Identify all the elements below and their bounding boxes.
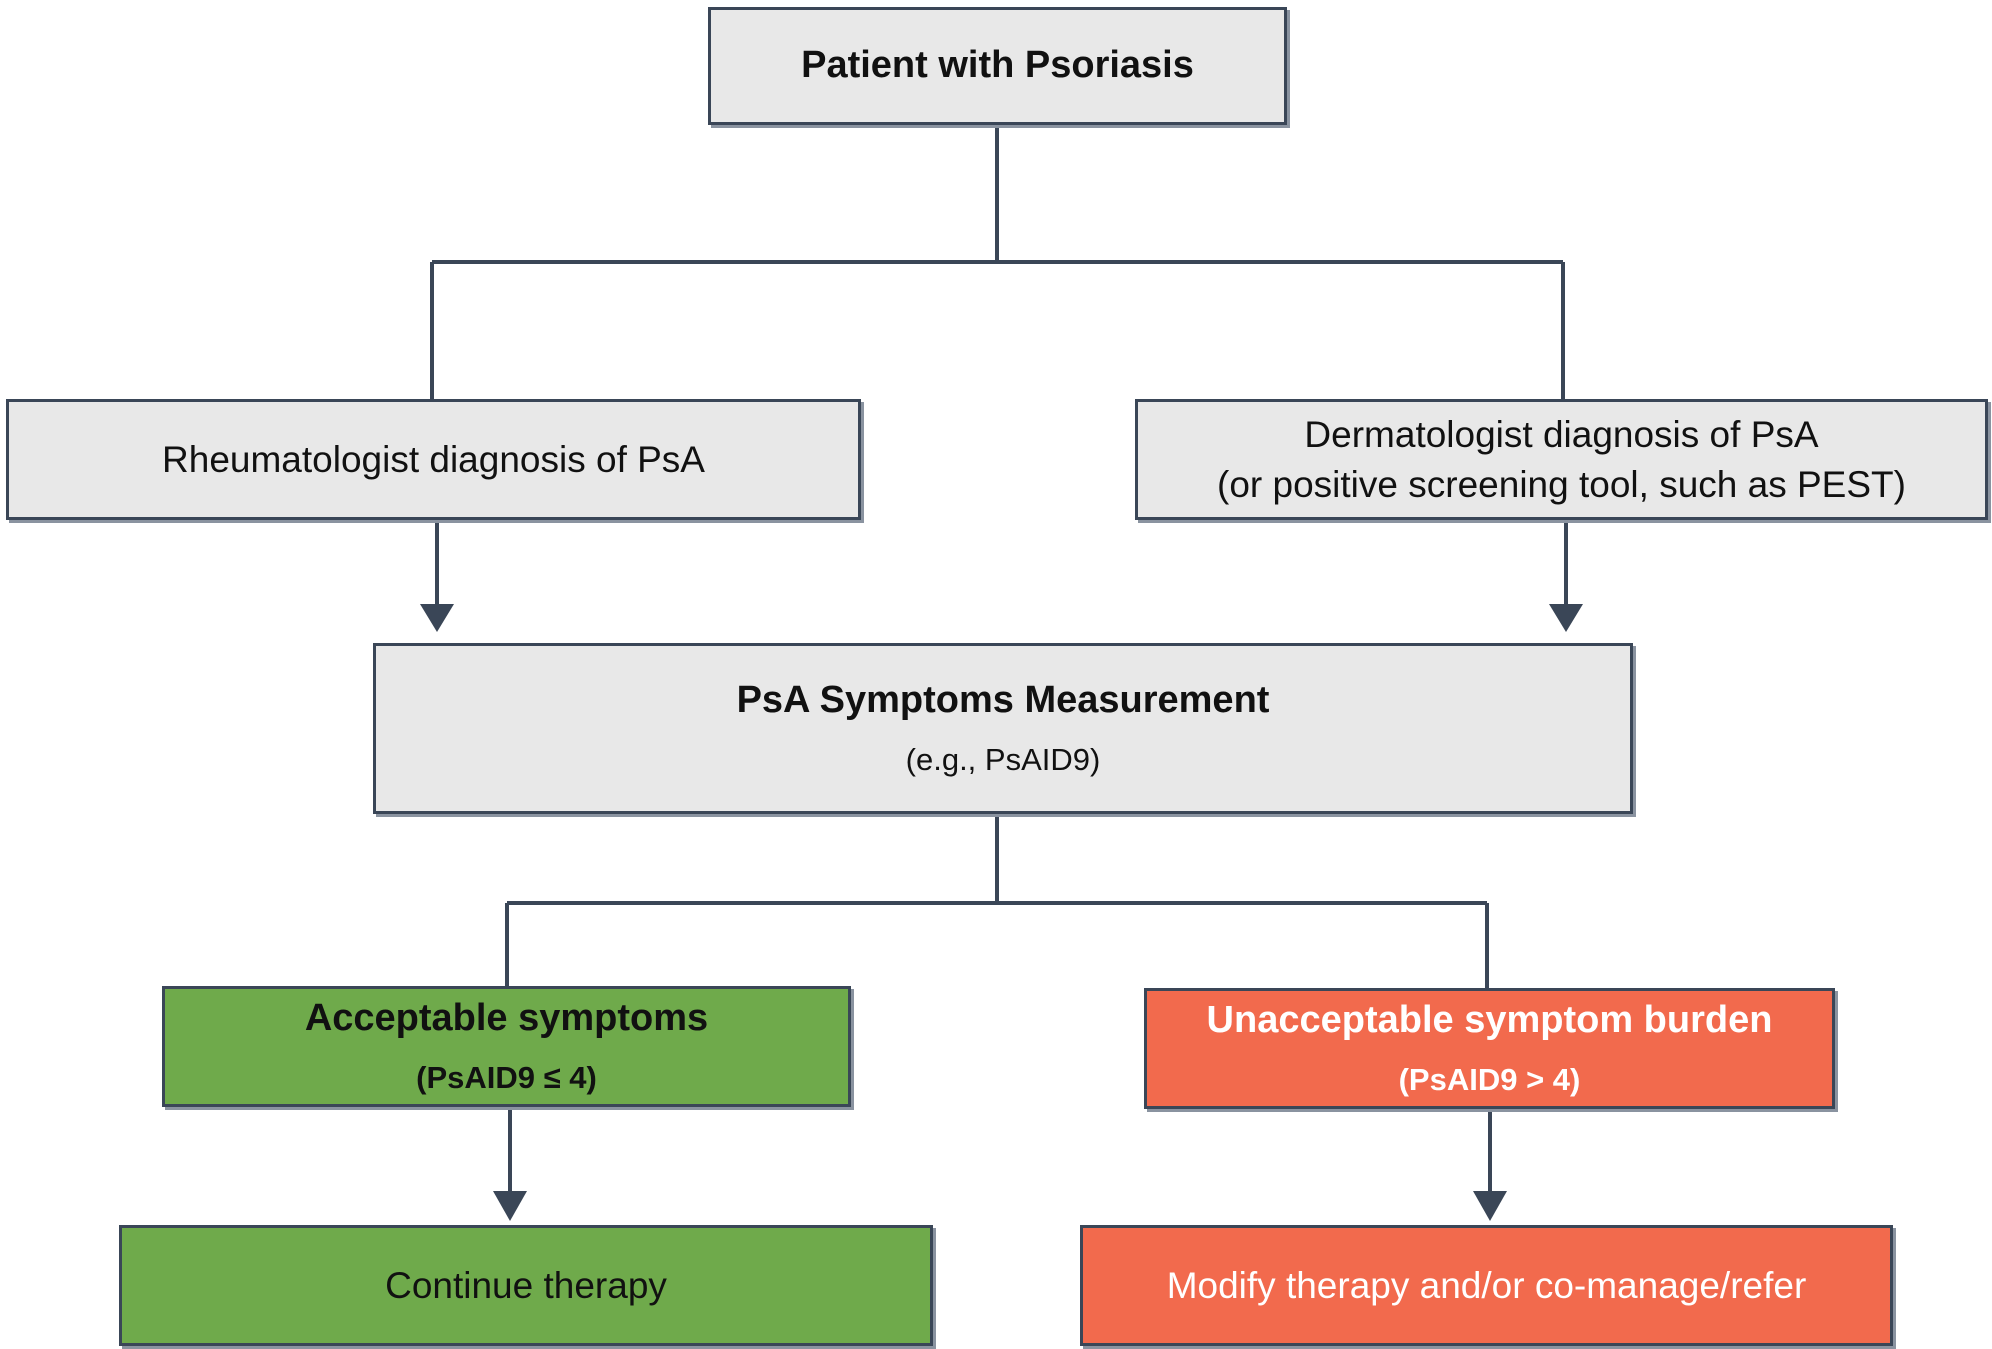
measurement-box: PsA Symptoms Measurement (e.g., PsAID9) bbox=[373, 643, 1633, 814]
rheumatologist-text: Rheumatologist diagnosis of PsA bbox=[162, 438, 705, 480]
arrowhead-rheum bbox=[420, 604, 454, 632]
patient-title: Patient with Psoriasis bbox=[801, 44, 1194, 87]
unacceptable-box: Unacceptable symptom burden (PsAID9 > 4) bbox=[1144, 988, 1835, 1109]
acceptable-criterion: (PsAID9 ≤ 4) bbox=[416, 1059, 597, 1095]
arrowhead-derm bbox=[1549, 604, 1583, 632]
acceptable-box: Acceptable symptoms (PsAID9 ≤ 4) bbox=[162, 986, 851, 1107]
dermatologist-line-2: (or positive screening tool, such as PES… bbox=[1217, 463, 1906, 505]
measurement-subtitle: (e.g., PsAID9) bbox=[905, 741, 1101, 777]
arrowhead-unaccept bbox=[1473, 1191, 1507, 1221]
connector-patient-split bbox=[430, 125, 1565, 399]
acceptable-title: Acceptable symptoms bbox=[304, 997, 709, 1040]
dermatologist-line-1: Dermatologist diagnosis of PsA bbox=[1304, 413, 1819, 455]
measurement-title: PsA Symptoms Measurement bbox=[736, 679, 1270, 722]
unacceptable-criterion: (PsAID9 > 4) bbox=[1398, 1061, 1581, 1097]
patient-box: Patient with Psoriasis bbox=[708, 7, 1287, 125]
connector-measure-split bbox=[505, 814, 1489, 988]
continue-therapy-text: Continue therapy bbox=[385, 1264, 667, 1306]
arrowhead-accept bbox=[493, 1191, 527, 1221]
modify-therapy-text: Modify therapy and/or co-manage/refer bbox=[1166, 1264, 1807, 1306]
dermatologist-box: Dermatologist diagnosis of PsA (or posit… bbox=[1135, 399, 1988, 520]
continue-therapy-box: Continue therapy bbox=[119, 1225, 933, 1346]
unacceptable-title: Unacceptable symptom burden bbox=[1206, 999, 1773, 1042]
rheumatologist-box: Rheumatologist diagnosis of PsA bbox=[6, 399, 861, 520]
modify-therapy-box: Modify therapy and/or co-manage/refer bbox=[1080, 1225, 1893, 1346]
